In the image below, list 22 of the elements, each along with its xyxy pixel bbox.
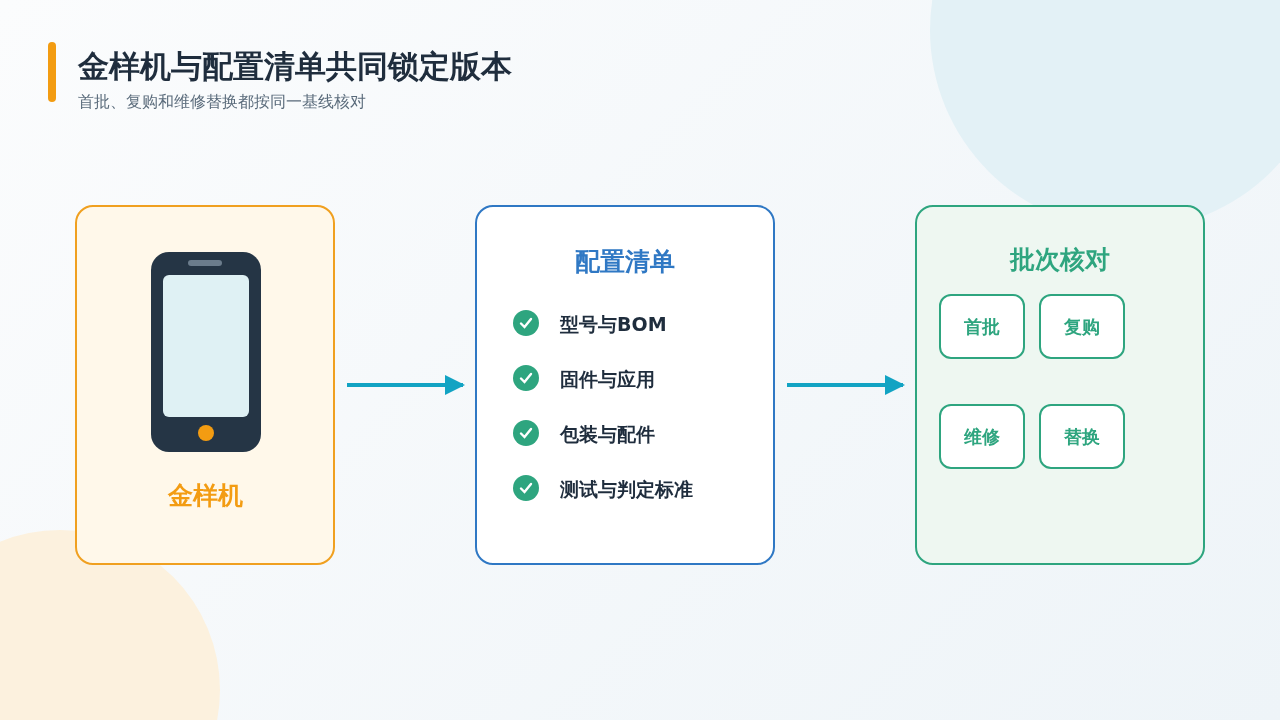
batch-box — [939, 294, 1025, 359]
node-label: 维修 — [964, 424, 1000, 449]
title: 金样机与配置清单共同锁定版本 — [78, 47, 512, 86]
device-card — [75, 205, 335, 565]
batch-box — [1039, 294, 1125, 359]
checklist-item: 型号与BOM — [560, 312, 667, 337]
checklist-item: 包装与配件 — [560, 422, 655, 447]
checklist-item: 固件与应用 — [560, 367, 655, 392]
node-label: 替换 — [1064, 424, 1100, 449]
node-label: 复购 — [1064, 314, 1100, 339]
node-title: 批次核对 — [1008, 244, 1111, 276]
arrow — [787, 375, 905, 395]
node-title: 配置清单 — [574, 246, 676, 278]
node-label: 首批 — [964, 314, 1000, 339]
checklist-item: 测试与判定标准 — [560, 477, 693, 502]
batch-box — [1039, 404, 1125, 469]
batch-box — [939, 404, 1025, 469]
checklist-card — [475, 205, 775, 565]
node-title: 金样机 — [166, 480, 244, 512]
subtitle: 首批、复购和维修替换都按同一基线核对 — [78, 92, 366, 113]
arrow — [347, 375, 465, 395]
group-panel — [915, 205, 1205, 565]
